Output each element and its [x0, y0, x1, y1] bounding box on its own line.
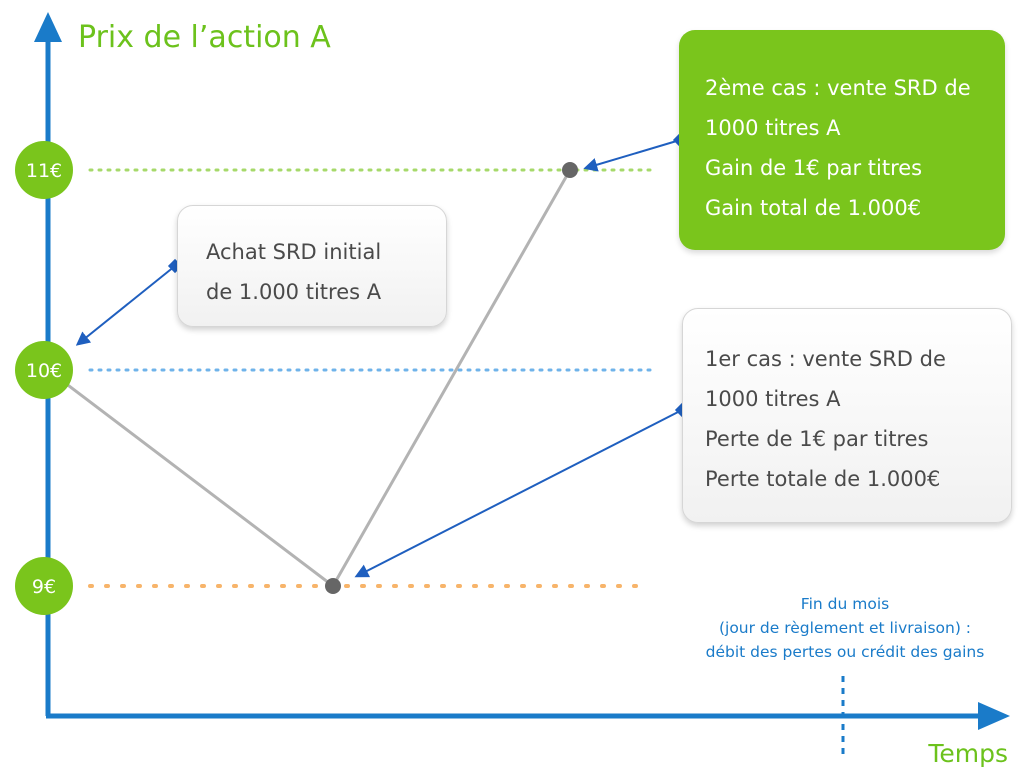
x-axis-label: Temps [927, 739, 1008, 768]
callout-line: Achat SRD initial [206, 240, 382, 264]
price-badge-label: 9€ [32, 576, 56, 598]
y-axis-arrow-icon [34, 12, 62, 42]
note-line: Fin du mois [800, 595, 890, 613]
callout-case2-gain: 2ème cas : vente SRD de 1000 titres A Ga… [679, 30, 1005, 250]
end-of-month-note: Fin du mois (jour de règlement et livrai… [640, 592, 1024, 664]
price-point-low [325, 578, 341, 594]
price-point-high [562, 162, 578, 178]
callout-line: Perte totale de 1.000€ [705, 467, 941, 491]
arrow-case1-to-low [354, 409, 683, 578]
note-line: débit des pertes ou crédit des gains [705, 643, 985, 661]
x-axis-arrow-icon [978, 702, 1010, 730]
price-badge-9: 9€ [15, 557, 73, 615]
callout-line: Gain total de 1.000€ [705, 196, 922, 220]
arrow-initial-to-10 [75, 265, 176, 346]
callout-line: Perte de 1€ par titres [705, 427, 929, 451]
price-badge-label: 10€ [26, 360, 62, 382]
callout-line: 1er cas : vente SRD de [705, 347, 946, 371]
price-badge-11: 11€ [15, 141, 73, 199]
arrow-case2-to-high [583, 139, 681, 172]
callout-line: Gain de 1€ par titres [705, 156, 923, 180]
diagram-title: Prix de l’action A [78, 20, 331, 55]
callout-line: 2ème cas : vente SRD de [705, 76, 971, 100]
callout-case1-loss: 1er cas : vente SRD de 1000 titres A Per… [682, 308, 1012, 523]
price-badge-10: 10€ [15, 341, 73, 399]
callout-line: 1000 titres A [705, 116, 841, 140]
callout-initial-purchase: Achat SRD initial de 1.000 titres A [177, 205, 447, 327]
price-badge-label: 11€ [26, 160, 62, 182]
callout-line: 1000 titres A [705, 387, 841, 411]
note-line: (jour de règlement et livraison) : [718, 619, 972, 637]
callout-line: de 1.000 titres A [206, 280, 382, 304]
